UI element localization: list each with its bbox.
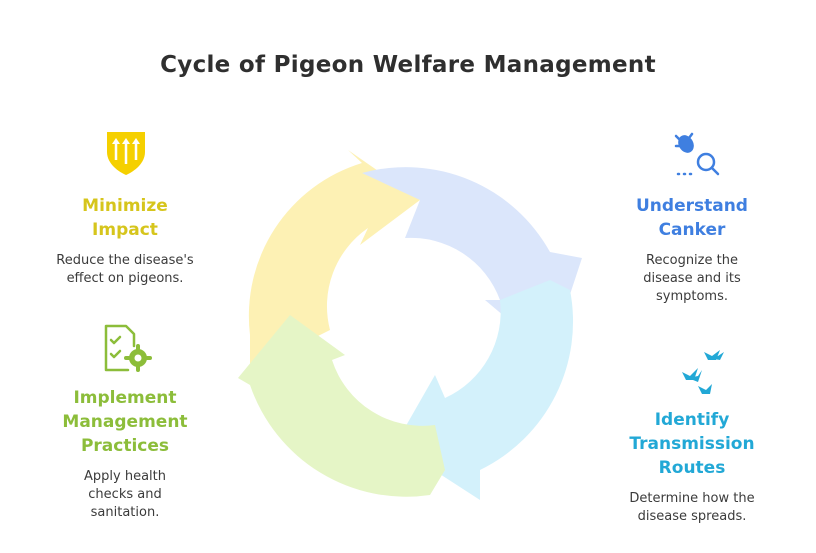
step-understand-desc: Recognize the — [646, 253, 738, 268]
cycle-arrow-identify — [395, 280, 574, 500]
cycle-arrow-minimize — [248, 150, 420, 370]
diagram-title: Cycle of Pigeon Welfare Management — [160, 52, 656, 78]
step-understand: Understand Canker Recognize the disease … — [607, 194, 777, 306]
cycle-arrow-implement — [238, 315, 445, 497]
step-implement-title: Practices — [80, 436, 170, 456]
bug-search-icon — [674, 132, 720, 176]
step-identify-desc: Determine how the — [629, 491, 755, 506]
birds-icon — [682, 350, 724, 394]
step-implement-desc: checks and — [88, 487, 162, 502]
step-minimize: Minimize Impact Reduce the disease's eff… — [40, 194, 210, 288]
checklist-gear-icon — [104, 324, 152, 372]
step-identify-title: Routes — [658, 458, 726, 478]
cycle-diagram — [238, 150, 582, 500]
step-minimize-title: Impact — [92, 220, 158, 240]
step-implement-title: Implement — [73, 388, 177, 408]
step-understand-title: Understand — [636, 196, 748, 216]
step-implement-desc: sanitation. — [90, 505, 160, 520]
step-understand-title: Canker — [658, 220, 726, 240]
step-minimize-title: Minimize — [82, 196, 168, 216]
step-minimize-desc: Reduce the disease's — [56, 253, 194, 268]
step-understand-desc: symptoms. — [655, 289, 728, 304]
step-implement-desc: Apply health — [84, 469, 166, 484]
step-identify-title: Identify — [654, 410, 730, 430]
step-implement: Implement Management Practices Apply hea… — [40, 386, 210, 522]
shield-arrows-icon — [107, 132, 145, 175]
step-minimize-desc: effect on pigeons. — [66, 271, 184, 286]
step-identify-title: Transmission — [629, 434, 755, 454]
step-implement-title: Management — [62, 412, 188, 432]
step-identify-desc: disease spreads. — [637, 509, 747, 524]
step-identify: Identify Transmission Routes Determine h… — [607, 408, 777, 526]
step-understand-desc: disease and its — [643, 271, 741, 286]
